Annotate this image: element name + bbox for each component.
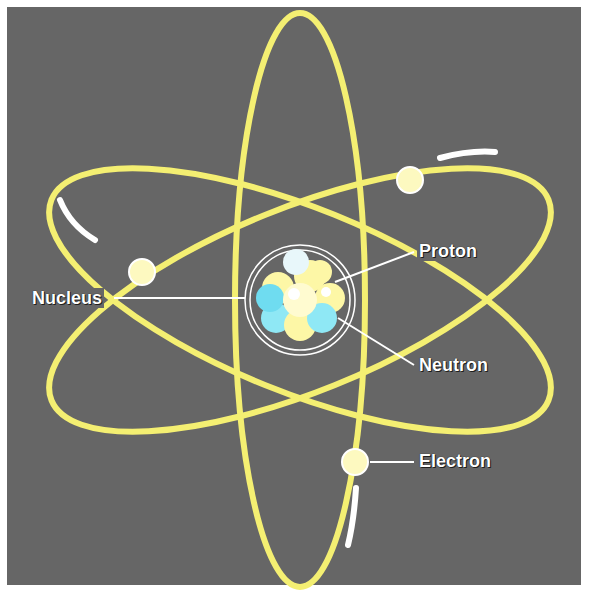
- part-label: Nucleus: [30, 288, 104, 308]
- leader-line: [114, 252, 414, 462]
- orbit-highlight: [440, 152, 495, 158]
- electron-orbit: [235, 13, 365, 587]
- orbit-highlight: [348, 488, 356, 545]
- part-label: Electron: [417, 451, 493, 471]
- nucleus: [245, 245, 355, 355]
- electron-orbit: [17, 114, 583, 485]
- part-label: Proton: [417, 241, 479, 261]
- part-label: Neutron: [417, 355, 490, 375]
- electron-orbit: [17, 114, 583, 485]
- orbit-highlight: [60, 200, 95, 240]
- electron: [129, 167, 423, 475]
